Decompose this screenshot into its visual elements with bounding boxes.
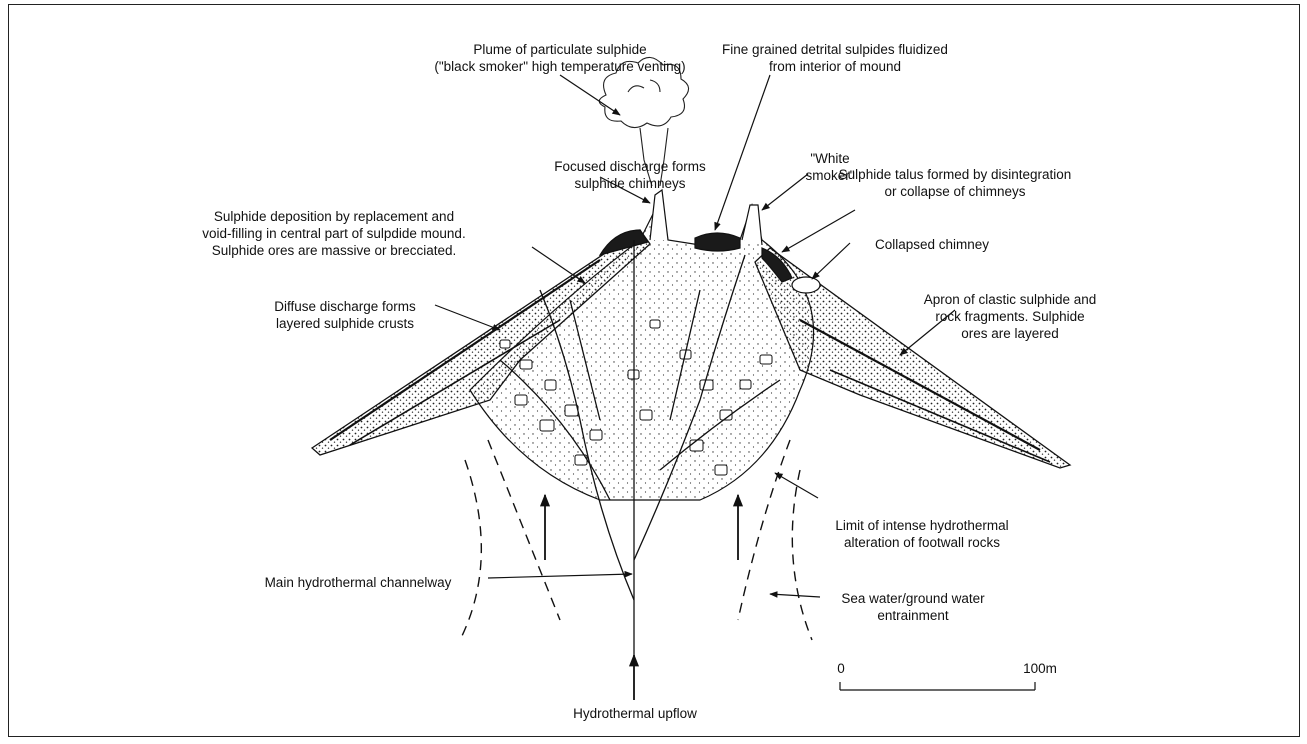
label-seawater: Sea water/ground water entrainment [818,590,1008,624]
label-plume: Plume of particulate sulphide ("black sm… [430,41,690,75]
label-collapsed-chimney: Collapsed chimney [862,236,1002,253]
upflow-arrows [545,495,738,700]
scale-end: 100m [1015,660,1065,677]
scale-bar [840,682,1035,690]
label-focused-discharge: Focused discharge forms sulphide chimney… [540,158,720,192]
label-apron: Apron of clastic sulphide and rock fragm… [900,291,1120,342]
label-upflow: Hydrothermal upflow [560,705,710,722]
label-talus: Sulphide talus formed by disintegration … [830,166,1080,200]
sulphide-mound [470,190,820,500]
label-channelway: Main hydrothermal channelway [228,574,488,591]
label-deposition: Sulphide deposition by replacement and v… [196,208,472,259]
label-limit-alteration: Limit of intense hydrothermal alteration… [822,517,1022,551]
label-fine-grained: Fine grained detrital sulpides fluidized… [720,41,950,75]
label-diffuse-discharge: Diffuse discharge forms layered sulphide… [250,298,440,332]
scale-start: 0 [834,660,848,677]
